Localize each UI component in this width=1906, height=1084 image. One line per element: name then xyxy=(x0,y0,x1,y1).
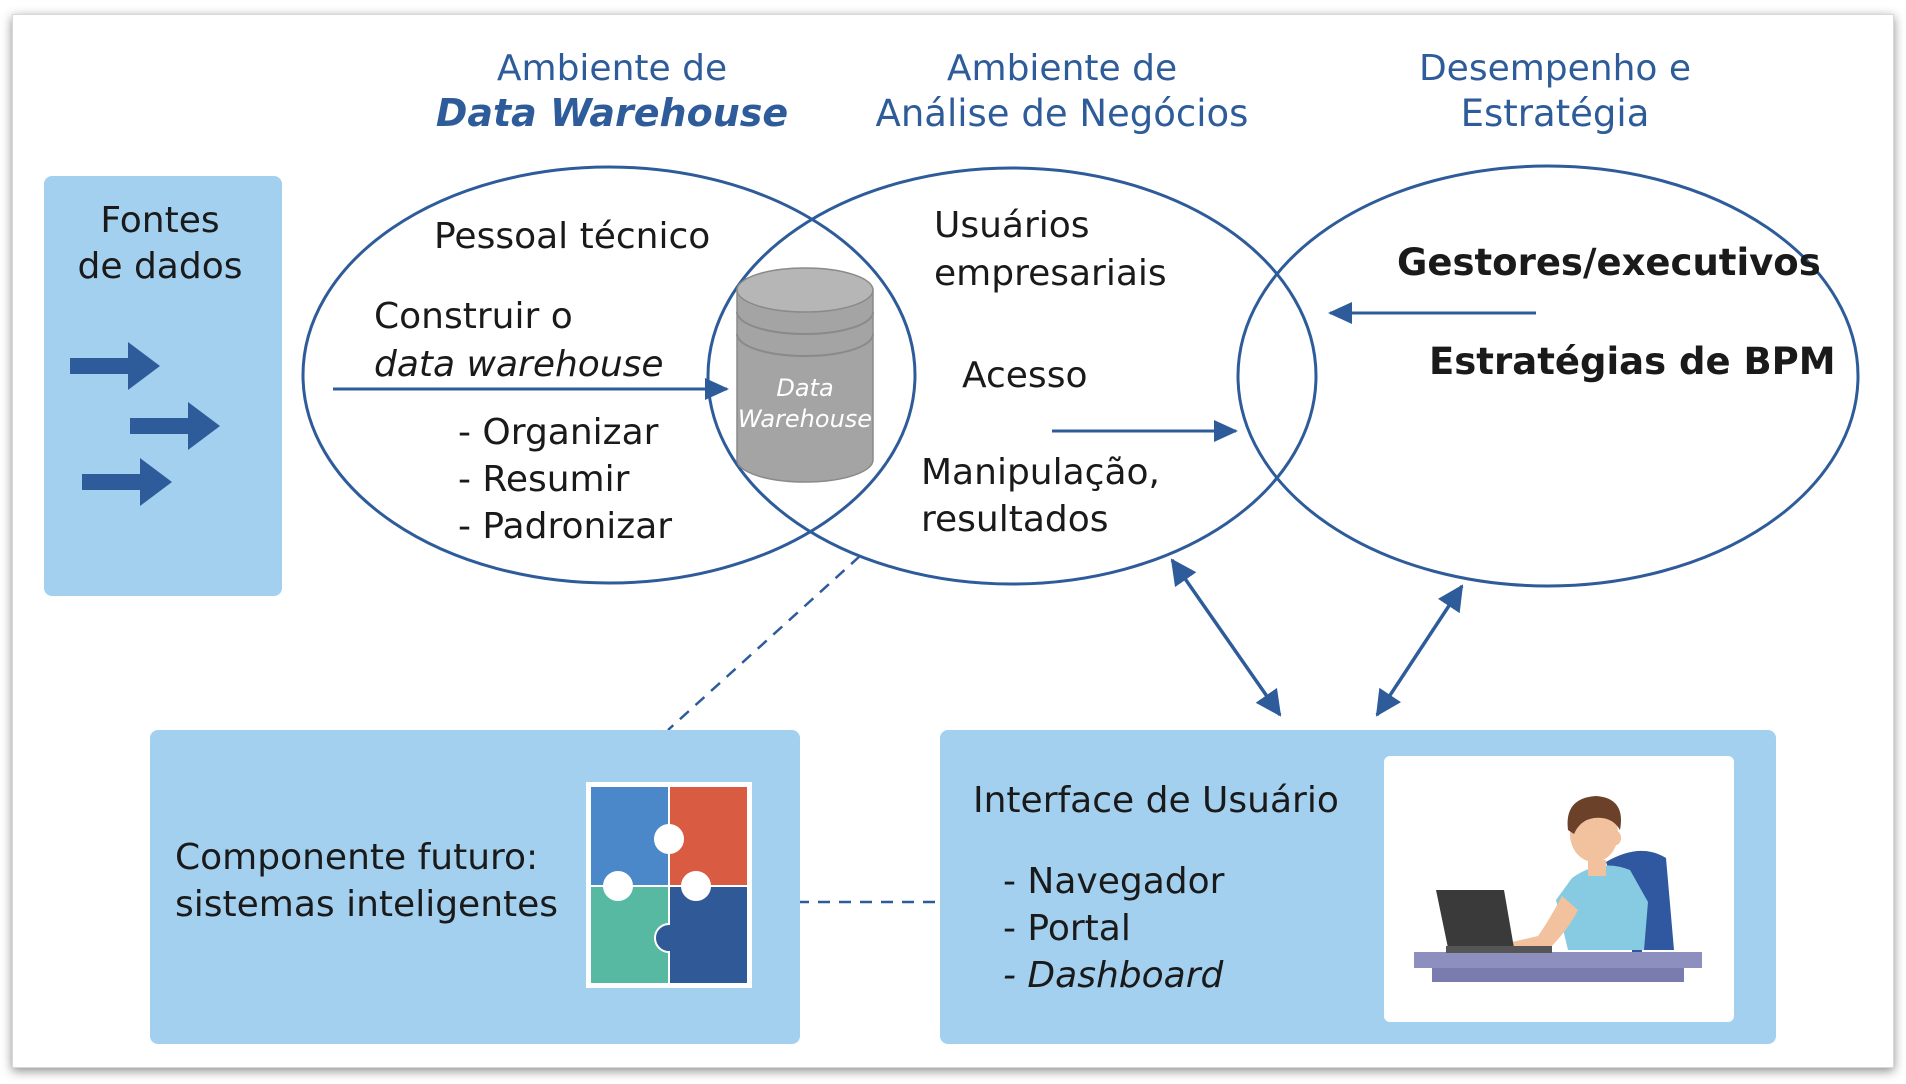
data-sources-panel: Fontes de dados xyxy=(44,176,282,596)
dw-task-item: - Resumir xyxy=(458,459,630,500)
cylinder-label-line2: Warehouse xyxy=(738,405,872,433)
data-warehouse-cylinder-icon: Data Warehouse xyxy=(736,267,874,483)
header-dw-line2: Data Warehouse xyxy=(436,91,788,135)
build-dw-line2: data warehouse xyxy=(374,344,664,385)
data-sources-line1: Fontes xyxy=(100,200,219,241)
ui-item-browser: - Navegador xyxy=(1003,861,1225,902)
data-warehouse-ellipse xyxy=(301,165,917,585)
header-dw-line1: Ambiente de xyxy=(497,48,727,89)
bpm-strategies-label: Estratégias de BPM xyxy=(1429,340,1836,383)
ui-item-portal: - Portal xyxy=(1003,908,1131,949)
business-analysis-ellipse xyxy=(706,166,1318,586)
access-label: Acesso xyxy=(962,355,1087,396)
future-component-panel: Componente futuro: sistemas inteligentes xyxy=(150,730,800,1044)
ps-ui-double-arrow xyxy=(1375,584,1464,717)
technical-staff-label: Pessoal técnico xyxy=(434,216,710,257)
dw-future-dashed-connector xyxy=(667,555,861,731)
performance-strategy-ellipse xyxy=(1236,164,1860,588)
person-at-laptop-icon xyxy=(1414,796,1702,982)
business-users-line2: empresariais xyxy=(934,253,1167,294)
arrow-right-icon xyxy=(70,342,160,390)
arrow-right-icon xyxy=(130,402,220,450)
business-users-line1: Usuários xyxy=(934,205,1090,246)
header-ba-line1: Ambiente de xyxy=(947,48,1177,89)
data-sources-box xyxy=(44,176,282,596)
header-ps-line1: Desempenho e xyxy=(1419,48,1691,89)
build-dw-line1: Construir o xyxy=(374,296,573,337)
header-ba-line2: Análise de Negócios xyxy=(876,92,1249,135)
cylinder-label-line1: Data xyxy=(776,374,833,402)
data-sources-line2: de dados xyxy=(78,246,243,287)
dw-task-item: - Organizar xyxy=(458,412,659,453)
future-component-line1: Componente futuro: xyxy=(175,837,538,878)
ba-ui-double-arrow xyxy=(1170,558,1282,717)
ui-item-dashboard: - Dashboard xyxy=(1003,955,1225,996)
header-data-warehouse: Ambiente de Data Warehouse xyxy=(436,48,788,135)
puzzle-icon xyxy=(586,782,752,988)
managers-label: Gestores/executivos xyxy=(1397,241,1821,284)
user-interface-title: Interface de Usuário xyxy=(973,780,1339,821)
arrow-right-icon xyxy=(82,458,172,506)
header-ps-line2: Estratégia xyxy=(1461,92,1650,135)
dw-task-item: - Padronizar xyxy=(458,506,672,547)
header-performance-strategy: Desempenho e Estratégia xyxy=(1419,48,1691,135)
manipulation-line2: resultados xyxy=(921,499,1109,540)
user-interface-panel: Interface de Usuário - Navegador - Porta… xyxy=(940,730,1776,1044)
manipulation-line1: Manipulação, xyxy=(921,452,1160,493)
header-business-analysis: Ambiente de Análise de Negócios xyxy=(876,48,1249,135)
future-component-line2: sistemas inteligentes xyxy=(175,884,558,925)
user-illustration-card xyxy=(1384,756,1734,1022)
